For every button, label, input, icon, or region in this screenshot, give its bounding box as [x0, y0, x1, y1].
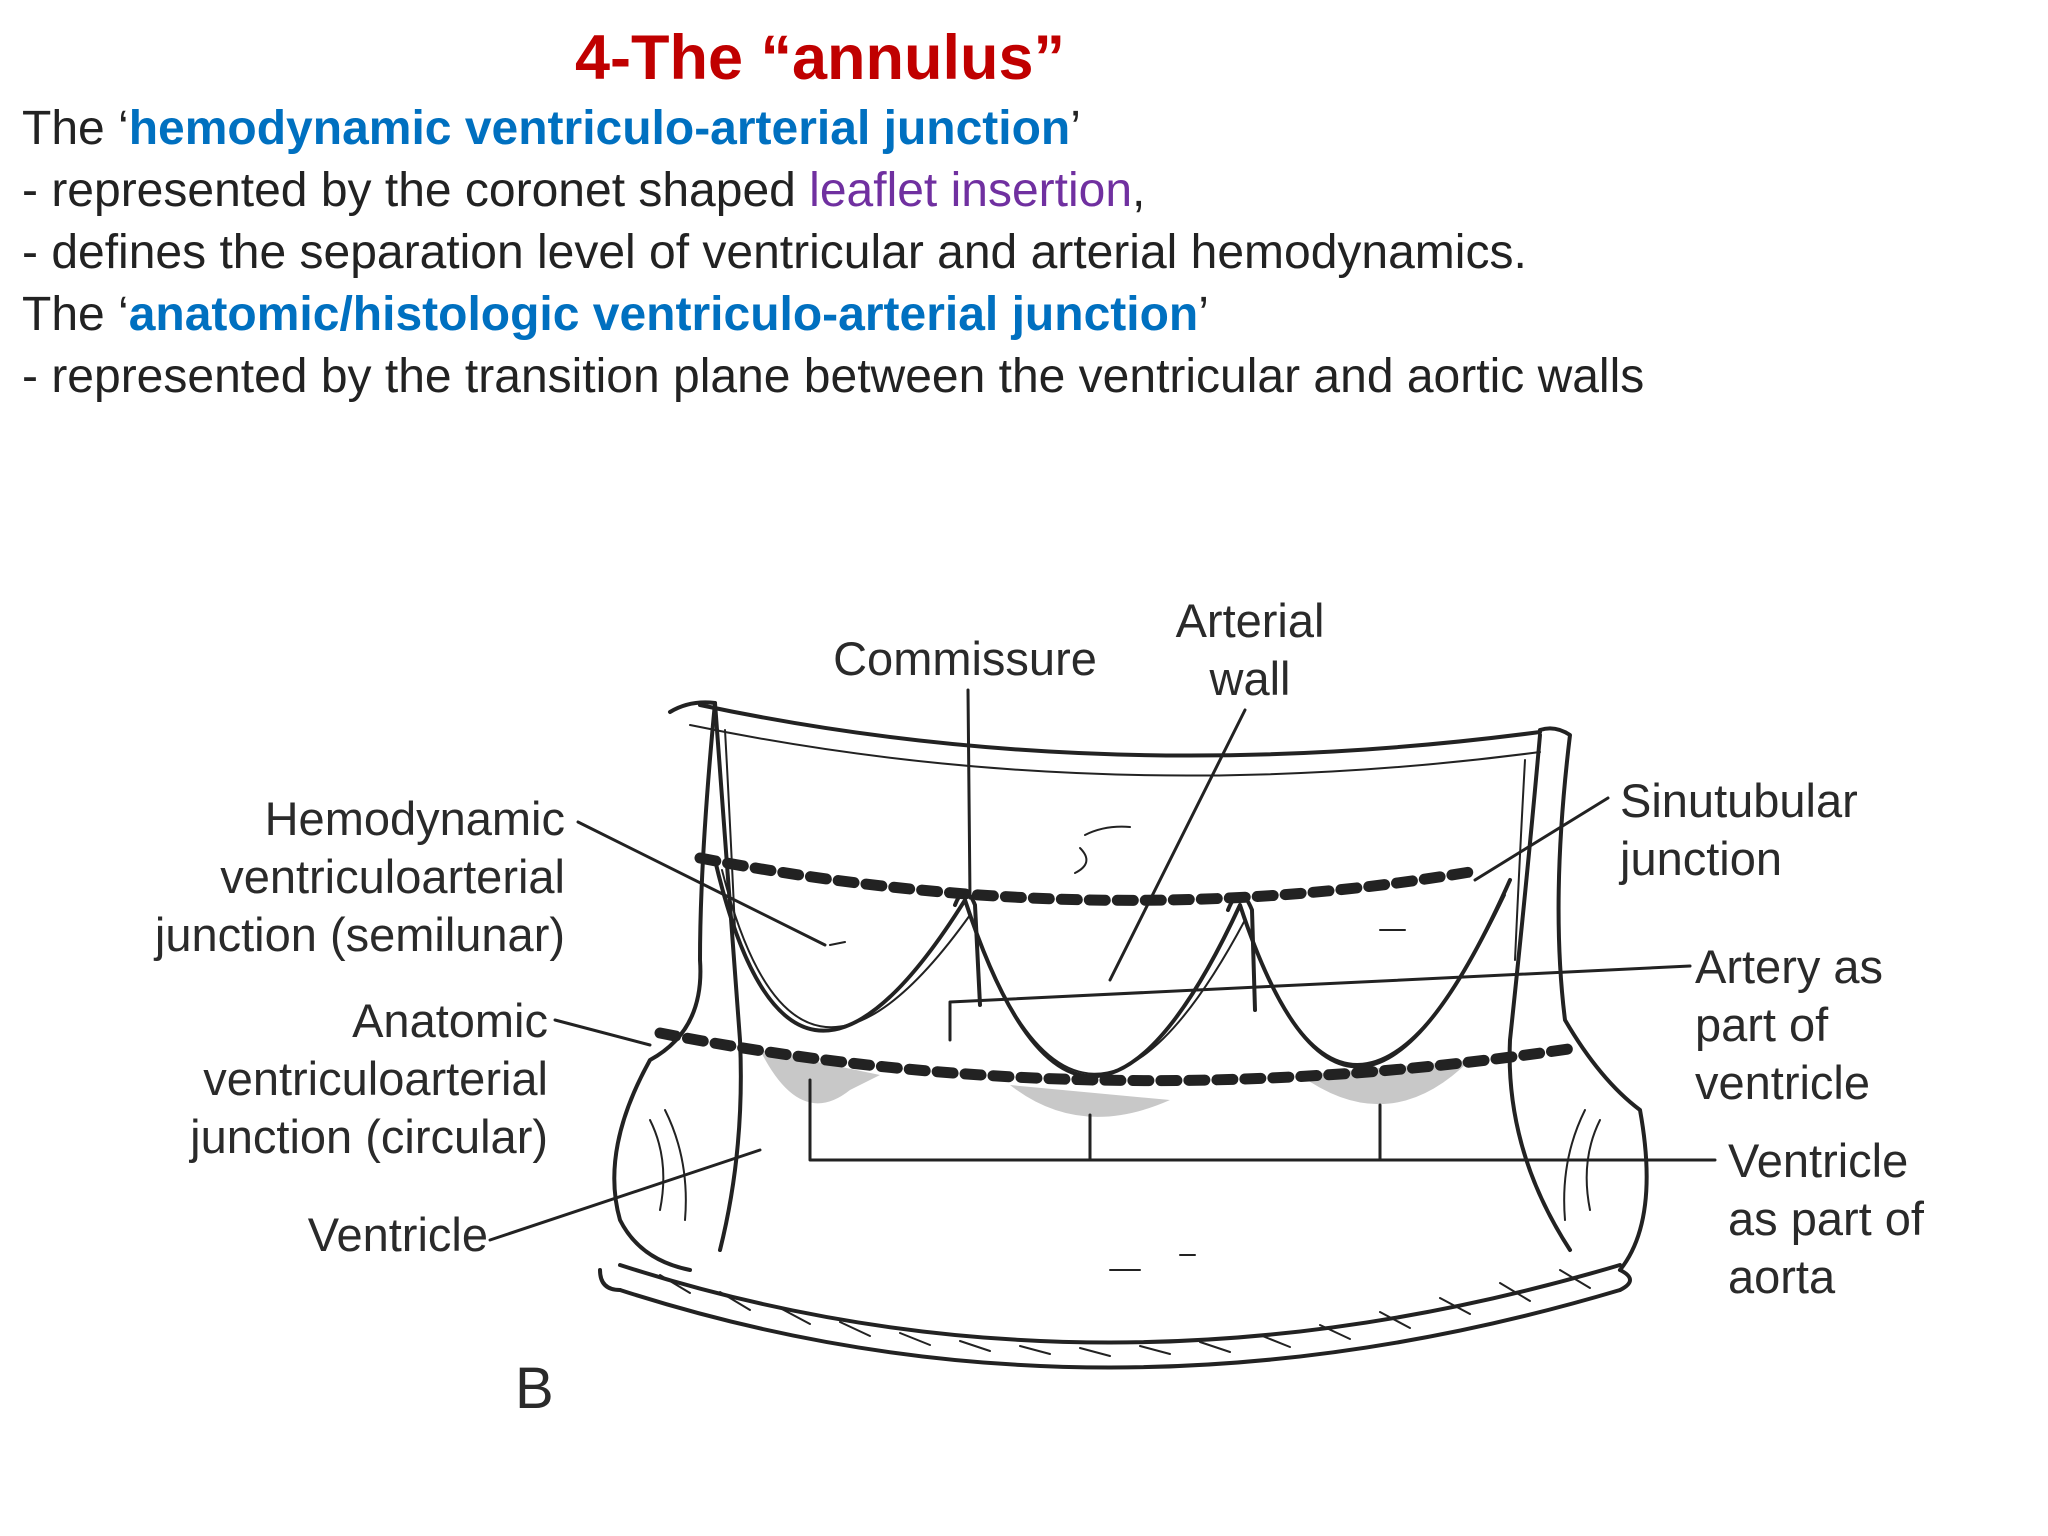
term-hemodynamic-junction: hemodynamic ventriculo-arterial junction — [128, 102, 1071, 155]
label-anatomic-3: junction (circular) — [190, 1110, 548, 1163]
leader-hemodynamic — [576, 820, 827, 947]
sinus-shade-left — [760, 1050, 880, 1104]
leader-artery-as-part — [948, 964, 1692, 1042]
label-arterial-wall-1: Arterial — [1175, 594, 1325, 647]
label-sinutubular-1: Sinutubular — [1620, 774, 1858, 827]
leader-anatomic — [553, 1018, 652, 1047]
text-line-4: The ‘anatomic/histologic ventriculo-arte… — [22, 288, 1209, 341]
vessel-left-inner — [713, 701, 743, 1252]
leader-commissure — [966, 688, 972, 900]
label-anatomic-1: Anatomic — [352, 994, 548, 1047]
vessel-right-wall — [1538, 726, 1649, 1272]
label-ventricle-aorta-1: Ventricle — [1728, 1134, 1909, 1187]
label-arterial-wall-2: wall — [1209, 652, 1291, 705]
text-line-1: The ‘hemodynamic ventriculo-arterial jun… — [22, 102, 1081, 155]
vessel-top-rim — [698, 703, 1542, 758]
slide-title: 4-The “annulus” — [574, 23, 1066, 93]
vessel-left-wall — [612, 700, 717, 1272]
label-ventricle-aorta-3: aorta — [1728, 1250, 1836, 1303]
label-ventricle: Ventricle — [307, 1208, 488, 1261]
text-line-3: - defines the separation level of ventri… — [22, 226, 1527, 279]
label-sinutubular-2: junction — [1620, 832, 1782, 885]
label-artery-3: ventricle — [1695, 1056, 1871, 1109]
label-artery-2: part of — [1695, 998, 1829, 1051]
text-line-5: - represented by the transition plane be… — [22, 350, 1645, 403]
vessel-right-inner — [1507, 733, 1572, 1252]
bullet-text: The ‘hemodynamic ventriculo-arterial jun… — [22, 98, 2012, 408]
label-ventricle-aorta-2: as part of — [1728, 1192, 1924, 1245]
leader-ventricle — [488, 1148, 762, 1242]
leader-arterial-wall — [1108, 708, 1247, 982]
sinus-shade-mid — [1010, 1085, 1170, 1117]
leader-ventricle-as-aorta — [808, 1078, 1717, 1162]
sinutubular-dashed-line — [694, 852, 1476, 906]
anatomic-dashed-line — [654, 1027, 1581, 1087]
label-anatomic-2: ventriculoarterial — [203, 1052, 548, 1105]
label-hemodynamic-2: ventriculoarterial — [220, 850, 565, 903]
leader-sinutubular — [1473, 796, 1610, 882]
term-leaflet-insertion: leaflet insertion — [809, 164, 1133, 217]
term-anatomic-junction: anatomic/histologic ventriculo-arterial … — [128, 288, 1199, 341]
label-hemodynamic-1: Hemodynamic — [264, 792, 565, 845]
label-artery-1: Artery as — [1695, 940, 1884, 993]
panel-label: B — [515, 1356, 554, 1421]
coronet-line — [713, 858, 1512, 1079]
text-line-2: - represented by the coronet shaped leaf… — [22, 164, 1146, 217]
vessel-bottom-rim — [618, 1263, 1622, 1345]
label-hemodynamic-3: junction (semilunar) — [154, 908, 565, 961]
label-commissure: Commissure — [833, 632, 1097, 685]
